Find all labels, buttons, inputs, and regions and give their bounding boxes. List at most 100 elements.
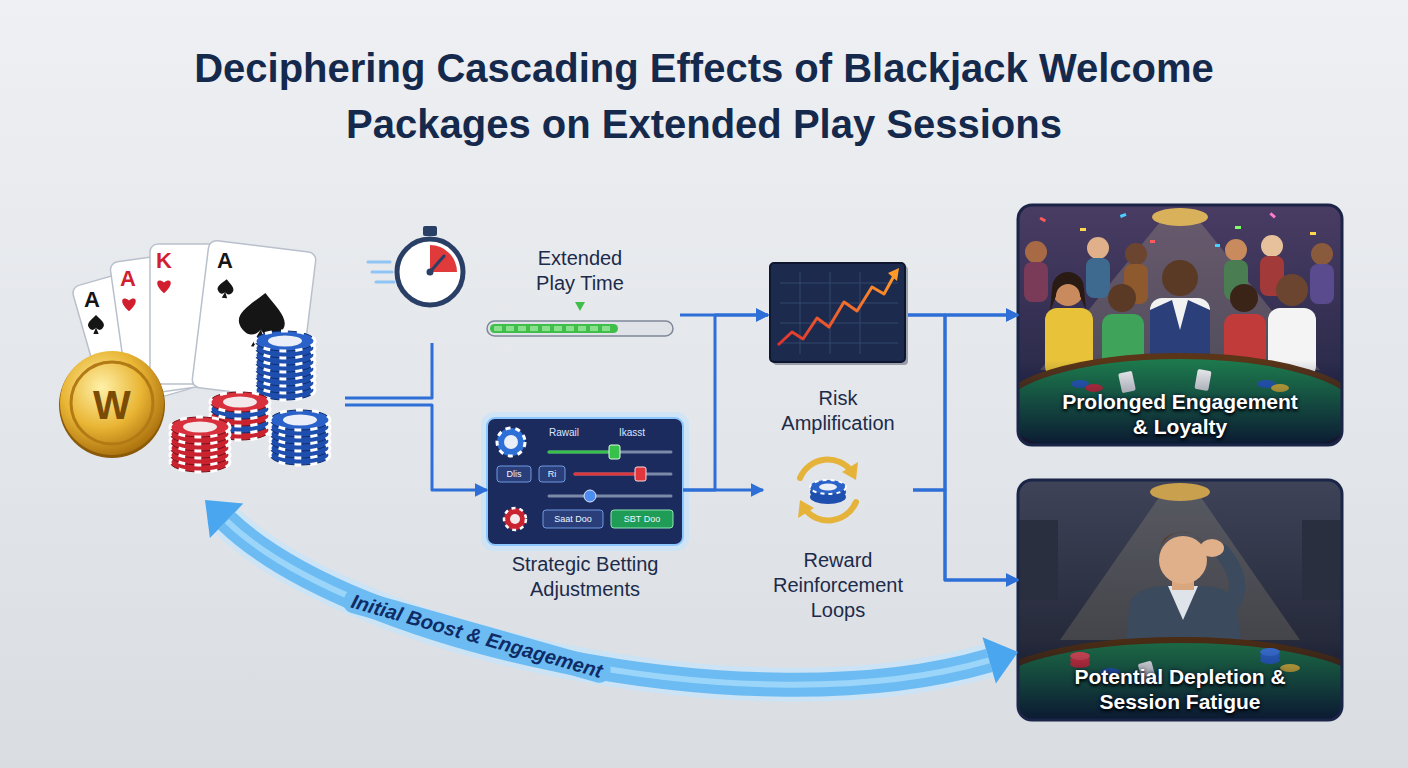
engagement-scene-part-part <box>1018 205 1342 445</box>
reward-loop-icon-part <box>798 500 814 518</box>
card-rank: A <box>84 288 100 312</box>
card-rank: K <box>156 249 172 273</box>
ui-caption: Ikasst <box>619 426 675 440</box>
progress-bar-part <box>487 321 673 336</box>
betting-panel-screen-part <box>635 467 646 481</box>
connector-line <box>345 343 432 398</box>
risk-chart-part <box>780 303 898 304</box>
risk-chart-part <box>780 323 898 324</box>
diagram-title: Deciphering Cascading Effects of Blackja… <box>184 40 1224 152</box>
progress-bar-part <box>575 302 585 311</box>
risk-chart-node: Risk Amplification <box>768 262 908 442</box>
betting-panel-screen-part <box>510 514 520 524</box>
betting-panel: RawailIkasstDlisRiSaat DooSBT DooStrateg… <box>487 418 683 608</box>
risk-chart-part <box>770 263 905 362</box>
stopwatch-icon-part <box>368 261 390 264</box>
band-highlight <box>227 521 990 685</box>
node-label: Extended Play Time <box>520 246 640 296</box>
connector-line <box>913 315 1018 490</box>
betting-panel-screen-part <box>543 510 603 528</box>
connector-line <box>913 490 1018 580</box>
coin-letter: W <box>92 382 132 428</box>
reward-loop-icon-part <box>804 502 856 520</box>
fatigue-scene-part-part <box>1168 586 1198 620</box>
gold-coin <box>59 351 165 458</box>
node-label: Reward Reinforcement Loops <box>763 548 913 623</box>
engagement-scene-part-part <box>1225 239 1247 261</box>
betting-panel-screen-part <box>484 415 686 548</box>
engagement-scene-part-part <box>1125 243 1147 265</box>
betting-panel-screen-part <box>611 510 673 528</box>
betting-panel-screen-part <box>504 508 526 530</box>
betting-panel-screen-part <box>584 490 596 502</box>
engagement-scene-part-part <box>1120 213 1127 218</box>
engagement-scene-part-part <box>1024 262 1048 302</box>
arrowhead <box>983 637 1019 683</box>
stopwatch-icon-part <box>423 226 437 236</box>
chip-stacks-part <box>210 392 270 412</box>
chip-stacks-part <box>270 410 330 430</box>
engagement-scene-part-part <box>1050 272 1086 312</box>
fatigue-scene-part-part <box>1018 640 1342 720</box>
play-time-group: Extended Play Time <box>385 228 680 343</box>
stopwatch-icon-part <box>430 245 457 272</box>
band-glow <box>227 521 990 685</box>
playing-cards-part <box>122 299 136 312</box>
fatigue-scene <box>988 480 1372 740</box>
betting-panel-screen-part <box>504 508 526 530</box>
risk-chart-part <box>860 272 861 354</box>
gold-coin-part <box>71 362 153 444</box>
engagement-scene-part-part <box>1150 240 1155 243</box>
connector <box>913 315 1018 490</box>
ui-button-label: Saat Doo <box>543 510 603 528</box>
progress-bar-part <box>494 326 614 331</box>
betting-panel-screen-part <box>575 473 671 476</box>
engagement-scene-part <box>1018 205 1342 445</box>
card-rank: A <box>217 249 233 273</box>
engagement-scene-part-part <box>1311 243 1333 265</box>
engagement-scene-part-part <box>1235 226 1241 229</box>
fatigue-scene-part <box>1018 480 1342 720</box>
playing-cards-part <box>191 240 316 400</box>
engagement-scene <box>998 205 1362 468</box>
stopwatch-icon-part <box>372 271 392 274</box>
betting-panel-screen-part <box>497 428 525 456</box>
playing-cards-part-part <box>191 240 316 400</box>
progress-bar-part <box>490 324 618 333</box>
betting-panel-screen-part <box>504 435 518 449</box>
risk-chart-part <box>888 268 899 281</box>
engagement-scene-part-part <box>1276 274 1308 306</box>
betting-panel-screen-part <box>539 466 565 482</box>
engagement-scene-part-part <box>1310 264 1334 304</box>
fatigue-scene-part-part <box>1222 552 1237 604</box>
outcome-panel: Prolonged Engagement & Loyalty <box>1018 205 1342 445</box>
engagement-scene-part-part <box>1018 356 1342 445</box>
progress-bar <box>487 302 673 336</box>
engagement-band <box>205 500 1018 685</box>
chip-stacks-part <box>170 417 230 437</box>
stopwatch-icon-part <box>397 239 463 305</box>
stopwatch-icon-part <box>376 281 394 284</box>
fatigue-scene-part-part <box>1159 536 1207 584</box>
engagement-scene-part-part <box>1087 237 1109 259</box>
connector-line <box>345 405 487 490</box>
ui-caption: Rawail <box>549 426 607 440</box>
engagement-scene-part-part <box>1152 208 1208 226</box>
edge-label: Initial Boost & Engagement <box>341 587 613 685</box>
stopwatch-icon-part <box>427 269 434 276</box>
fatigue-scene-part-part <box>1150 483 1210 501</box>
risk-chart-part <box>780 283 898 284</box>
chip-stacks <box>170 331 330 472</box>
ui-button-label: Ri <box>539 466 565 482</box>
betting-panel-screen-part <box>497 428 525 456</box>
ui-button-label: SBT Doo <box>611 510 673 528</box>
connector <box>908 315 1018 580</box>
ui-button-label: Dlis <box>497 466 531 482</box>
chip-stacks-part <box>255 331 315 351</box>
reward-loop-node: Reward Reinforcement Loops <box>763 450 913 630</box>
engagement-scene-part <box>1018 205 1342 445</box>
fatigue-scene-part-part <box>1159 532 1207 556</box>
betting-panel-screen <box>484 415 686 548</box>
engagement-scene-part-part <box>1086 258 1110 298</box>
panel-caption: Potential Depletion & Session Fatigue <box>1055 664 1305 714</box>
